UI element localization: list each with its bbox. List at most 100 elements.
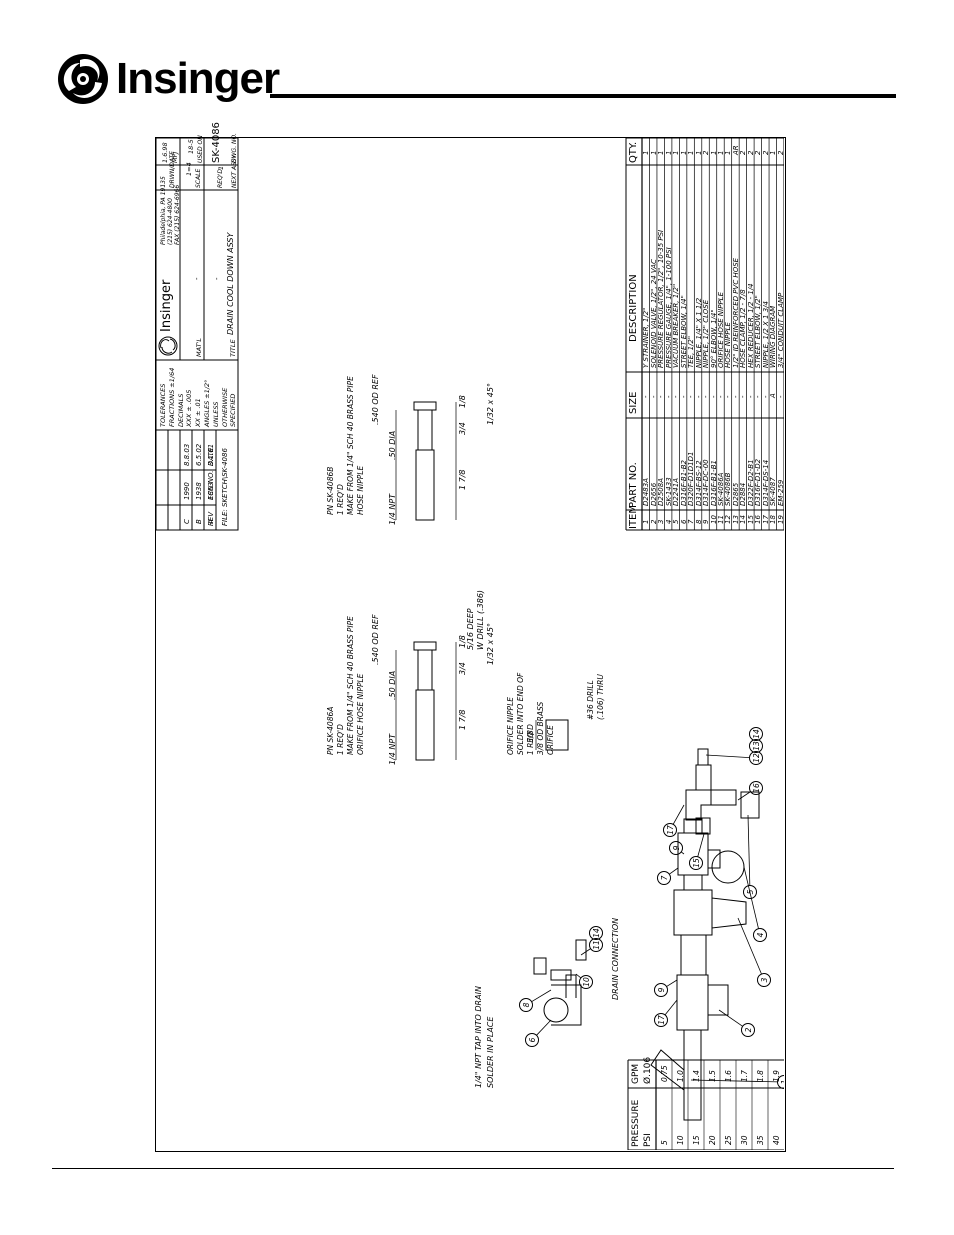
flow-header: GPM Ø.106	[631, 1056, 653, 1084]
balloon-circle	[525, 1033, 539, 1047]
leader-line	[666, 979, 678, 987]
dwg-no-label: DWG. NO.	[231, 133, 238, 163]
balloon-number: 10	[582, 977, 591, 987]
title-block-frame	[156, 138, 239, 531]
balloon-circle	[743, 885, 757, 899]
flow-cell: 10	[675, 1135, 685, 1145]
parts-cell: -	[776, 395, 785, 398]
nipple_b-stem	[417, 409, 433, 451]
balloon-circle	[741, 1023, 755, 1037]
rev-cell: 1938	[195, 482, 203, 500]
balloon-circle	[757, 973, 771, 987]
nipple_b-caption: 1 REQ'D	[336, 484, 345, 515]
orifice-note: 1 REQ'D	[526, 724, 535, 755]
drawn-date: 1.6.98	[161, 142, 169, 163]
header-rule	[270, 94, 896, 98]
orifice-note: ORIFICE NIPPLE	[506, 697, 515, 755]
flow-cell: 1.9	[771, 1070, 781, 1082]
nipple_a-caption: ORIFICE HOSE NIPPLE	[356, 673, 365, 755]
pipe-segment	[680, 934, 707, 976]
drawn-by: MFJ	[171, 151, 179, 163]
nipple_a-caption: PN SK-4086A	[326, 706, 335, 755]
balloon-number: 5	[746, 889, 755, 894]
balloon-circle	[589, 938, 603, 952]
nipple_b-body	[415, 449, 435, 521]
note-solder: SOLDER IN PLACE	[486, 1016, 495, 1088]
pipe-segment	[683, 818, 703, 834]
company-name: Insinger	[159, 279, 174, 332]
flow-cell: 1.0	[675, 1070, 685, 1082]
parts-cell: EM-259	[776, 479, 785, 506]
street-elbow-upper	[685, 789, 712, 821]
matl-label: MAT'L	[195, 338, 203, 357]
rev-cell: C	[183, 519, 191, 524]
balloon-circle	[654, 1013, 668, 1027]
note-drain-connection: DRAIN CONNECTION	[611, 917, 620, 1000]
rev-cell: 1990	[183, 482, 191, 500]
pressure-regulator	[673, 889, 713, 936]
flow-cell: 20	[707, 1135, 717, 1145]
balloon-circle	[654, 983, 668, 997]
flow-cell: 15	[691, 1135, 701, 1145]
balloon-number: 13	[752, 741, 761, 751]
drawing-lines: 123451517161213149717968101114	[156, 138, 784, 1150]
pressure-gauge	[711, 850, 745, 884]
hex-reducer-outlet	[695, 764, 712, 790]
flow-cell: 1.4	[691, 1070, 701, 1082]
flow-cell: 25	[723, 1135, 733, 1145]
drawing-sheet: 123451517161213149717968101114 ITEMPART …	[155, 122, 786, 1152]
strainer-y-leg	[650, 1049, 685, 1091]
balloon-circle	[749, 781, 763, 795]
nipple_a-dim-drill: W DRILL (.386)	[476, 589, 485, 650]
balloon-circle	[689, 856, 703, 870]
parts-cell: 2	[776, 150, 785, 155]
balloon-number: 2	[744, 1027, 753, 1032]
balloon-circle	[749, 751, 763, 765]
balloon-circle	[749, 739, 763, 753]
balloon-number: 3	[760, 977, 769, 982]
flow-cell: 1.8	[755, 1070, 765, 1082]
nipple_b-dim-npt: 1/4 NPT	[388, 493, 397, 525]
balloon-number: 17	[666, 825, 675, 835]
drawing-content: 123451517161213149717968101114 ITEMPART …	[156, 122, 785, 1150]
elbow-drain	[533, 957, 547, 975]
balloon-number: 4	[756, 932, 765, 937]
rev-cell: 6.5.02	[195, 443, 203, 466]
parts-header: PART NO.	[628, 462, 639, 508]
flow-cell: 1.6	[723, 1070, 733, 1082]
leader-line	[747, 814, 751, 886]
rev-header: REV	[207, 511, 215, 526]
nipple_a-dim-depth: 5/16 DEEP	[466, 608, 475, 650]
used-on-label: USED ON	[197, 135, 204, 163]
title-label: TITLE	[229, 339, 237, 357]
nipple_a-dim-body: 3/4	[458, 662, 467, 675]
orifice-note: ORIFICE	[546, 725, 555, 755]
regulator-bonnet	[711, 897, 747, 929]
nipple_a-body	[415, 689, 435, 761]
balloon-circle	[589, 926, 603, 940]
balloon-circle	[579, 975, 593, 989]
nipple_a-dim-dia: .50 DIA	[388, 670, 397, 700]
leader-line	[575, 973, 582, 979]
scale-label: SCALE	[195, 168, 202, 188]
nipple_a-dim-od: .540 OD REF	[371, 614, 380, 665]
nipple_b-dim-od: .540 OD REF	[371, 374, 380, 425]
leader-line	[737, 917, 762, 975]
file-label: FILE: SKETCH\SK-4086	[221, 448, 229, 526]
parts-header: SIZE	[628, 391, 639, 414]
balloon-number: 7	[660, 875, 669, 880]
nipple_a-dim-chamfer: 1/32 x 45°	[486, 623, 495, 665]
nipple_b-dim-overall: 1 7/8	[458, 469, 467, 490]
balloon-circle	[657, 871, 671, 885]
leader-line	[680, 851, 685, 855]
brand-name: Insinger	[116, 54, 280, 103]
leader-line	[536, 1019, 552, 1036]
page-header: Insinger	[0, 0, 954, 120]
reqd-label: REQ'D	[217, 169, 224, 188]
nipple_b-dim-chamfer: 1/32 x 45°	[486, 383, 495, 425]
balloon-number: 14	[752, 729, 761, 739]
drill-note: #36 DRILL	[586, 680, 595, 720]
balloon-number: 9	[657, 987, 666, 992]
balloon-number: 1	[780, 1080, 784, 1085]
nipple_a-caption: 1 REQ'D	[336, 724, 345, 755]
